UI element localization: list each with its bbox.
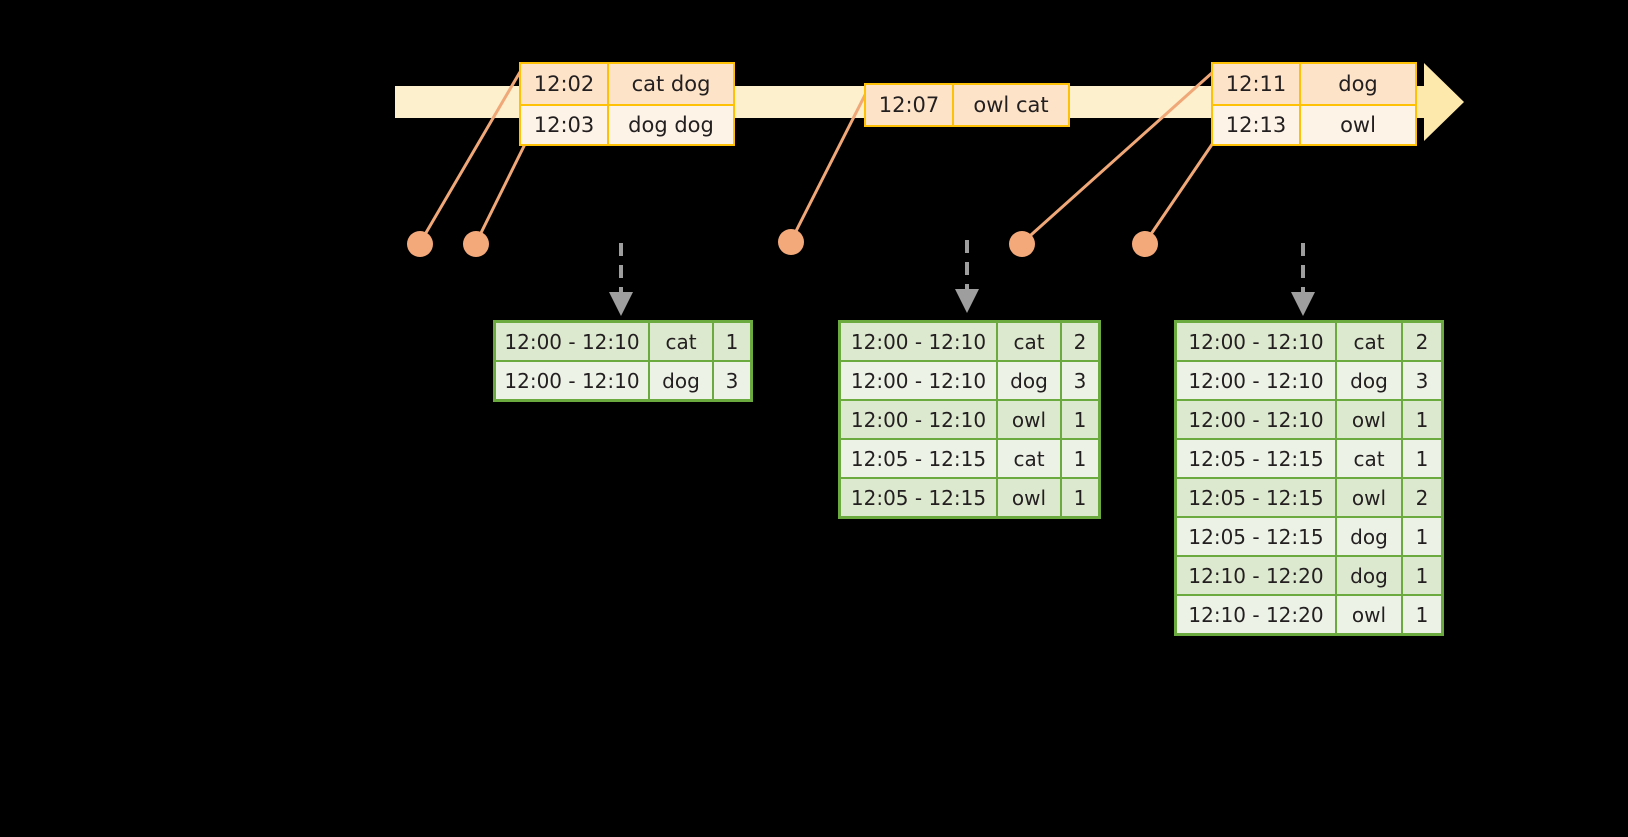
table-row: 12:00 - 12:10 dog 3 xyxy=(496,362,750,399)
cell-count: 3 xyxy=(714,362,750,399)
table-row: 12:05 - 12:15 cat 1 xyxy=(1177,440,1441,477)
connector-line-2 xyxy=(474,139,529,244)
cell-key: dog xyxy=(1337,557,1401,594)
result-table-3: 12:00 - 12:10 cat 2 12:00 - 12:10 dog 3 … xyxy=(1174,320,1444,636)
cell-window: 12:00 - 12:10 xyxy=(841,362,996,399)
cell-key: owl xyxy=(1337,596,1401,633)
cell-window: 12:00 - 12:10 xyxy=(496,323,648,360)
cell-count: 3 xyxy=(1403,362,1441,399)
flow-arrowhead-icon-1 xyxy=(609,292,633,316)
event-dot-4 xyxy=(1009,231,1035,257)
cell-key: owl xyxy=(998,479,1060,516)
cell-window: 12:00 - 12:10 xyxy=(841,323,996,360)
cell-key: owl xyxy=(1337,401,1401,438)
timeline-event-row[interactable]: 12:13 owl xyxy=(1213,104,1415,144)
timeline-event-group-2[interactable]: 12:07 owl cat xyxy=(864,83,1070,127)
cell-window: 12:10 - 12:20 xyxy=(1177,596,1335,633)
cell-key: cat xyxy=(998,440,1060,477)
connector-line-5 xyxy=(1143,139,1217,244)
event-timestamp: 12:11 xyxy=(1213,64,1301,104)
cell-count: 1 xyxy=(1403,596,1441,633)
cell-count: 2 xyxy=(1403,323,1441,360)
event-payload: dog dog xyxy=(609,106,733,144)
table-row: 12:00 - 12:10 owl 1 xyxy=(1177,401,1441,438)
cell-key: dog xyxy=(1337,518,1401,555)
event-dot-1 xyxy=(407,231,433,257)
cell-window: 12:05 - 12:15 xyxy=(1177,479,1335,516)
result-table-1: 12:00 - 12:10 cat 1 12:00 - 12:10 dog 3 xyxy=(493,320,753,402)
event-payload: owl xyxy=(1301,106,1415,144)
cell-count: 3 xyxy=(1062,362,1098,399)
table-row: 12:00 - 12:10 cat 2 xyxy=(841,323,1098,360)
table-row: 12:10 - 12:20 dog 1 xyxy=(1177,557,1441,594)
cell-count: 1 xyxy=(1403,518,1441,555)
cell-count: 1 xyxy=(1403,440,1441,477)
cell-count: 1 xyxy=(1403,401,1441,438)
event-timestamp: 12:02 xyxy=(521,64,609,104)
cell-key: cat xyxy=(1337,440,1401,477)
cell-count: 2 xyxy=(1403,479,1441,516)
cell-key: cat xyxy=(650,323,712,360)
cell-window: 12:00 - 12:10 xyxy=(496,362,648,399)
event-payload: owl cat xyxy=(954,85,1068,125)
cell-key: dog xyxy=(650,362,712,399)
cell-key: owl xyxy=(1337,479,1401,516)
result-table-2: 12:00 - 12:10 cat 2 12:00 - 12:10 dog 3 … xyxy=(838,320,1101,519)
cell-count: 1 xyxy=(1062,401,1098,438)
cell-window: 12:00 - 12:10 xyxy=(1177,401,1335,438)
cell-key: dog xyxy=(998,362,1060,399)
cell-window: 12:05 - 12:15 xyxy=(1177,518,1335,555)
timeline-event-group-1[interactable]: 12:02 cat dog 12:03 dog dog xyxy=(519,62,735,146)
event-dot-2 xyxy=(463,231,489,257)
flow-arrowhead-icon-2 xyxy=(955,289,979,313)
event-timestamp: 12:13 xyxy=(1213,106,1301,144)
cell-window: 12:10 - 12:20 xyxy=(1177,557,1335,594)
table-row: 12:05 - 12:15 owl 1 xyxy=(841,479,1098,516)
cell-window: 12:00 - 12:10 xyxy=(841,401,996,438)
table-row: 12:00 - 12:10 dog 3 xyxy=(1177,362,1441,399)
event-payload: cat dog xyxy=(609,64,733,104)
flow-arrowhead-icon-3 xyxy=(1291,292,1315,316)
table-row: 12:00 - 12:10 owl 1 xyxy=(841,401,1098,438)
cell-key: owl xyxy=(998,401,1060,438)
cell-window: 12:05 - 12:15 xyxy=(1177,440,1335,477)
event-dot-5 xyxy=(1132,231,1158,257)
timeline-arrowhead-icon xyxy=(1424,63,1464,141)
cell-key: cat xyxy=(998,323,1060,360)
table-row: 12:10 - 12:20 owl 1 xyxy=(1177,596,1441,633)
cell-count: 1 xyxy=(714,323,750,360)
event-payload: dog xyxy=(1301,64,1415,104)
cell-count: 1 xyxy=(1403,557,1441,594)
cell-window: 12:05 - 12:15 xyxy=(841,479,996,516)
timeline-event-row[interactable]: 12:03 dog dog xyxy=(521,104,733,144)
cell-count: 2 xyxy=(1062,323,1098,360)
cell-count: 1 xyxy=(1062,440,1098,477)
cell-window: 12:00 - 12:10 xyxy=(1177,362,1335,399)
table-row: 12:05 - 12:15 dog 1 xyxy=(1177,518,1441,555)
event-timestamp: 12:03 xyxy=(521,106,609,144)
cell-window: 12:05 - 12:15 xyxy=(841,440,996,477)
timeline-event-row[interactable]: 12:02 cat dog xyxy=(521,64,733,104)
cell-window: 12:00 - 12:10 xyxy=(1177,323,1335,360)
cell-count: 1 xyxy=(1062,479,1098,516)
timeline-event-row[interactable]: 12:11 dog xyxy=(1213,64,1415,104)
table-row: 12:00 - 12:10 cat 1 xyxy=(496,323,750,360)
table-row: 12:00 - 12:10 cat 2 xyxy=(1177,323,1441,360)
table-row: 12:05 - 12:15 owl 2 xyxy=(1177,479,1441,516)
cell-key: cat xyxy=(1337,323,1401,360)
timeline-event-row[interactable]: 12:07 owl cat xyxy=(866,85,1068,125)
table-row: 12:00 - 12:10 dog 3 xyxy=(841,362,1098,399)
timeline-event-group-3[interactable]: 12:11 dog 12:13 owl xyxy=(1211,62,1417,146)
cell-key: dog xyxy=(1337,362,1401,399)
event-dot-3 xyxy=(778,229,804,255)
event-timestamp: 12:07 xyxy=(866,85,954,125)
table-row: 12:05 - 12:15 cat 1 xyxy=(841,440,1098,477)
